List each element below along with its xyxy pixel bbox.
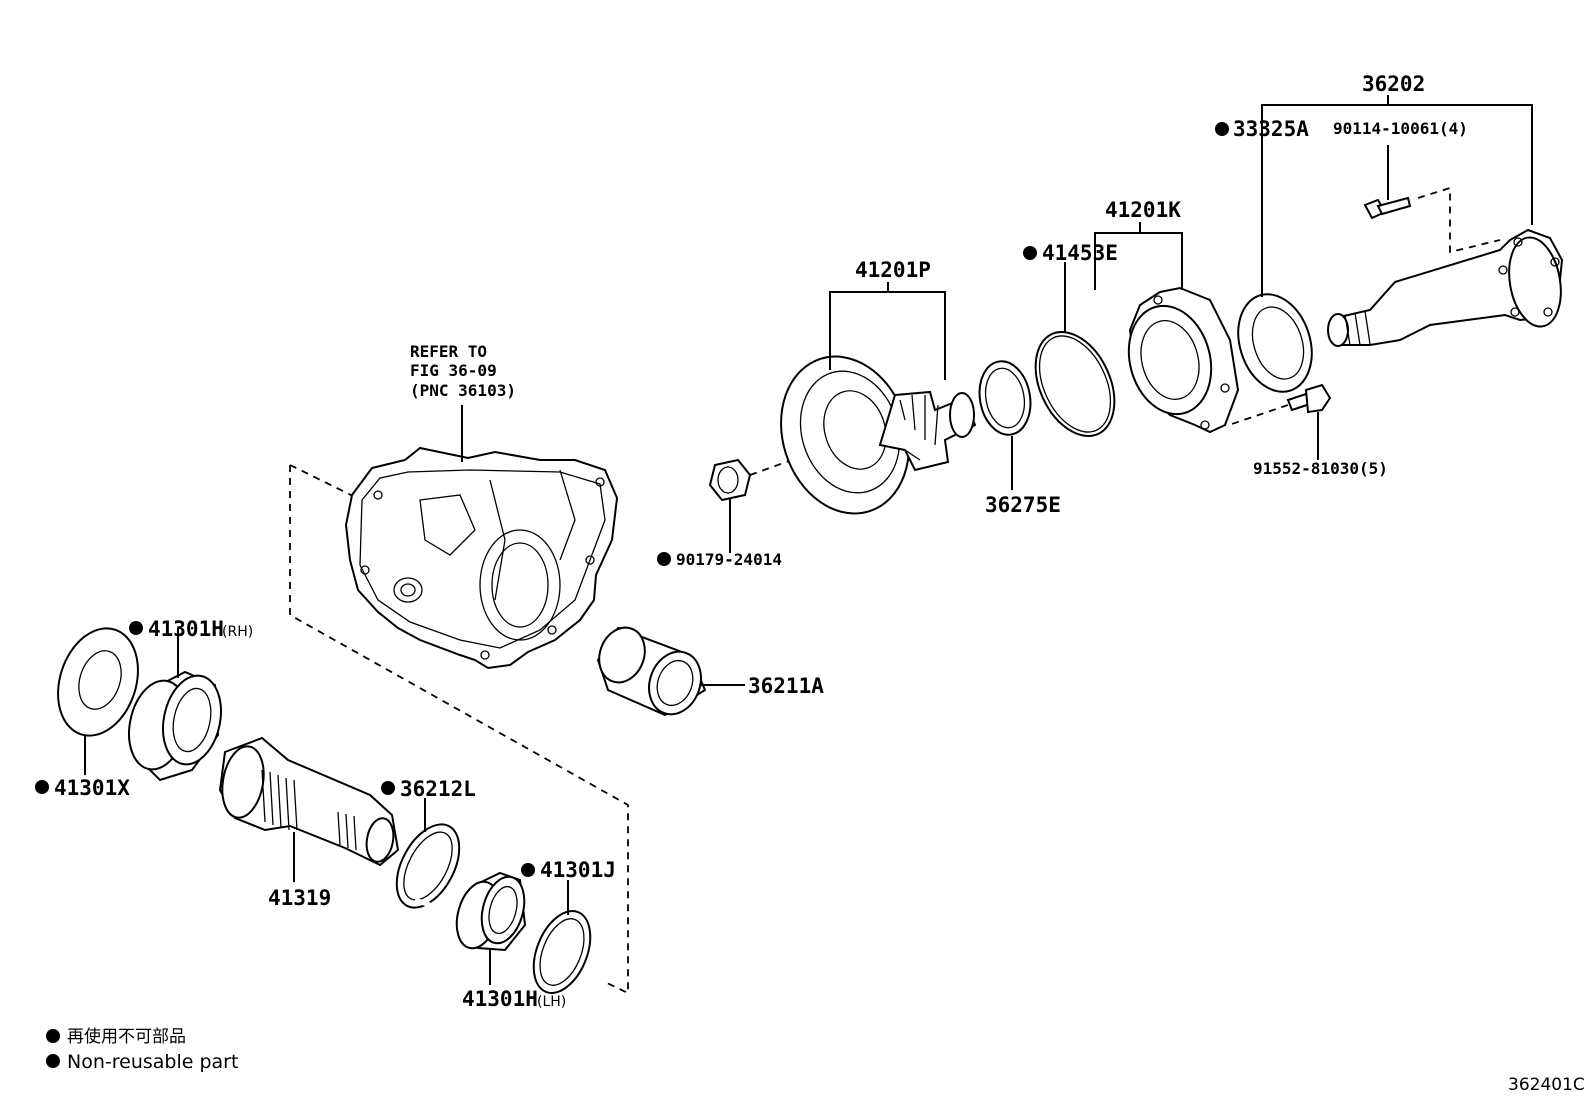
label-41301J: 41301J [540,858,616,882]
bracket-36202 [1261,104,1533,297]
assembly-boundary-dashed [289,465,629,995]
label-41319: 41319 [268,886,331,910]
snap-ring-36212L [395,823,461,909]
seal-41301J [532,910,592,994]
non-reusable-dot [381,781,395,795]
label-41453E: 41453E [1042,241,1118,265]
label-36211A: 36211A [748,674,824,698]
seal-41301X [57,627,139,737]
label-33325A: 33325A [1233,117,1309,141]
label-lh: (LH) [537,994,566,1010]
label-90179-24014: 90179-24014 [676,550,782,569]
non-reusable-dot [1023,246,1037,260]
refer-note-line3: (PNC 36103) [410,381,516,400]
output-shaft-41319 [218,736,400,867]
transaxle-case [344,446,619,670]
non-reusable-dot [129,621,143,635]
extension-shaft-36202 [1327,228,1564,347]
sleeve-36211A [596,626,707,717]
ring-gear-41201P [780,355,977,515]
o-ring-41453E [1034,331,1116,437]
shim-36275E [978,360,1032,436]
axis-dashed [1231,404,1289,425]
label-rh: (RH) [222,624,253,640]
axis-dashed [1417,186,1501,254]
legend-text-en: Non-reusable part [67,1051,238,1073]
label-36202: 36202 [1362,72,1425,96]
label-91552-81030: 91552-81030(5) [1253,459,1388,478]
bearing-41301H-lh [455,871,527,952]
non-reusable-dot [1215,122,1229,136]
label-41201K: 41201K [1105,198,1181,222]
oil-seal-33325A [1237,293,1313,393]
label-36275E: 36275E [985,493,1061,517]
bracket-41201K [1094,232,1183,290]
refer-note-line1: REFER TO [410,342,487,361]
legend-dot-en [46,1054,60,1068]
bearing-retainer-41201K [1127,286,1240,434]
bolt-90114-10061 [1363,196,1412,220]
legend-text-jp: 再使用不可部品 [67,1026,186,1047]
label-90114-10061: 90114-10061(4) [1333,119,1468,138]
bearing-41301H-rh [128,670,222,782]
non-reusable-dot [521,863,535,877]
refer-note-line2: FIG 36-09 [410,361,497,380]
label-36212L: 36212L [400,777,476,801]
non-reusable-dot [35,780,49,794]
assembly-boundary-dashed [289,464,356,498]
label-41301H-lh: 41301H [462,987,538,1011]
label-41301X: 41301X [54,776,130,800]
figure-id: 362401C [1508,1075,1585,1095]
bolt-91552-81030 [1286,383,1332,414]
label-41301H-rh: 41301H [148,617,224,641]
nut-90179-24014 [708,458,752,502]
label-41201P: 41201P [855,258,931,282]
legend-dot-jp [46,1029,60,1043]
non-reusable-dot [657,552,671,566]
